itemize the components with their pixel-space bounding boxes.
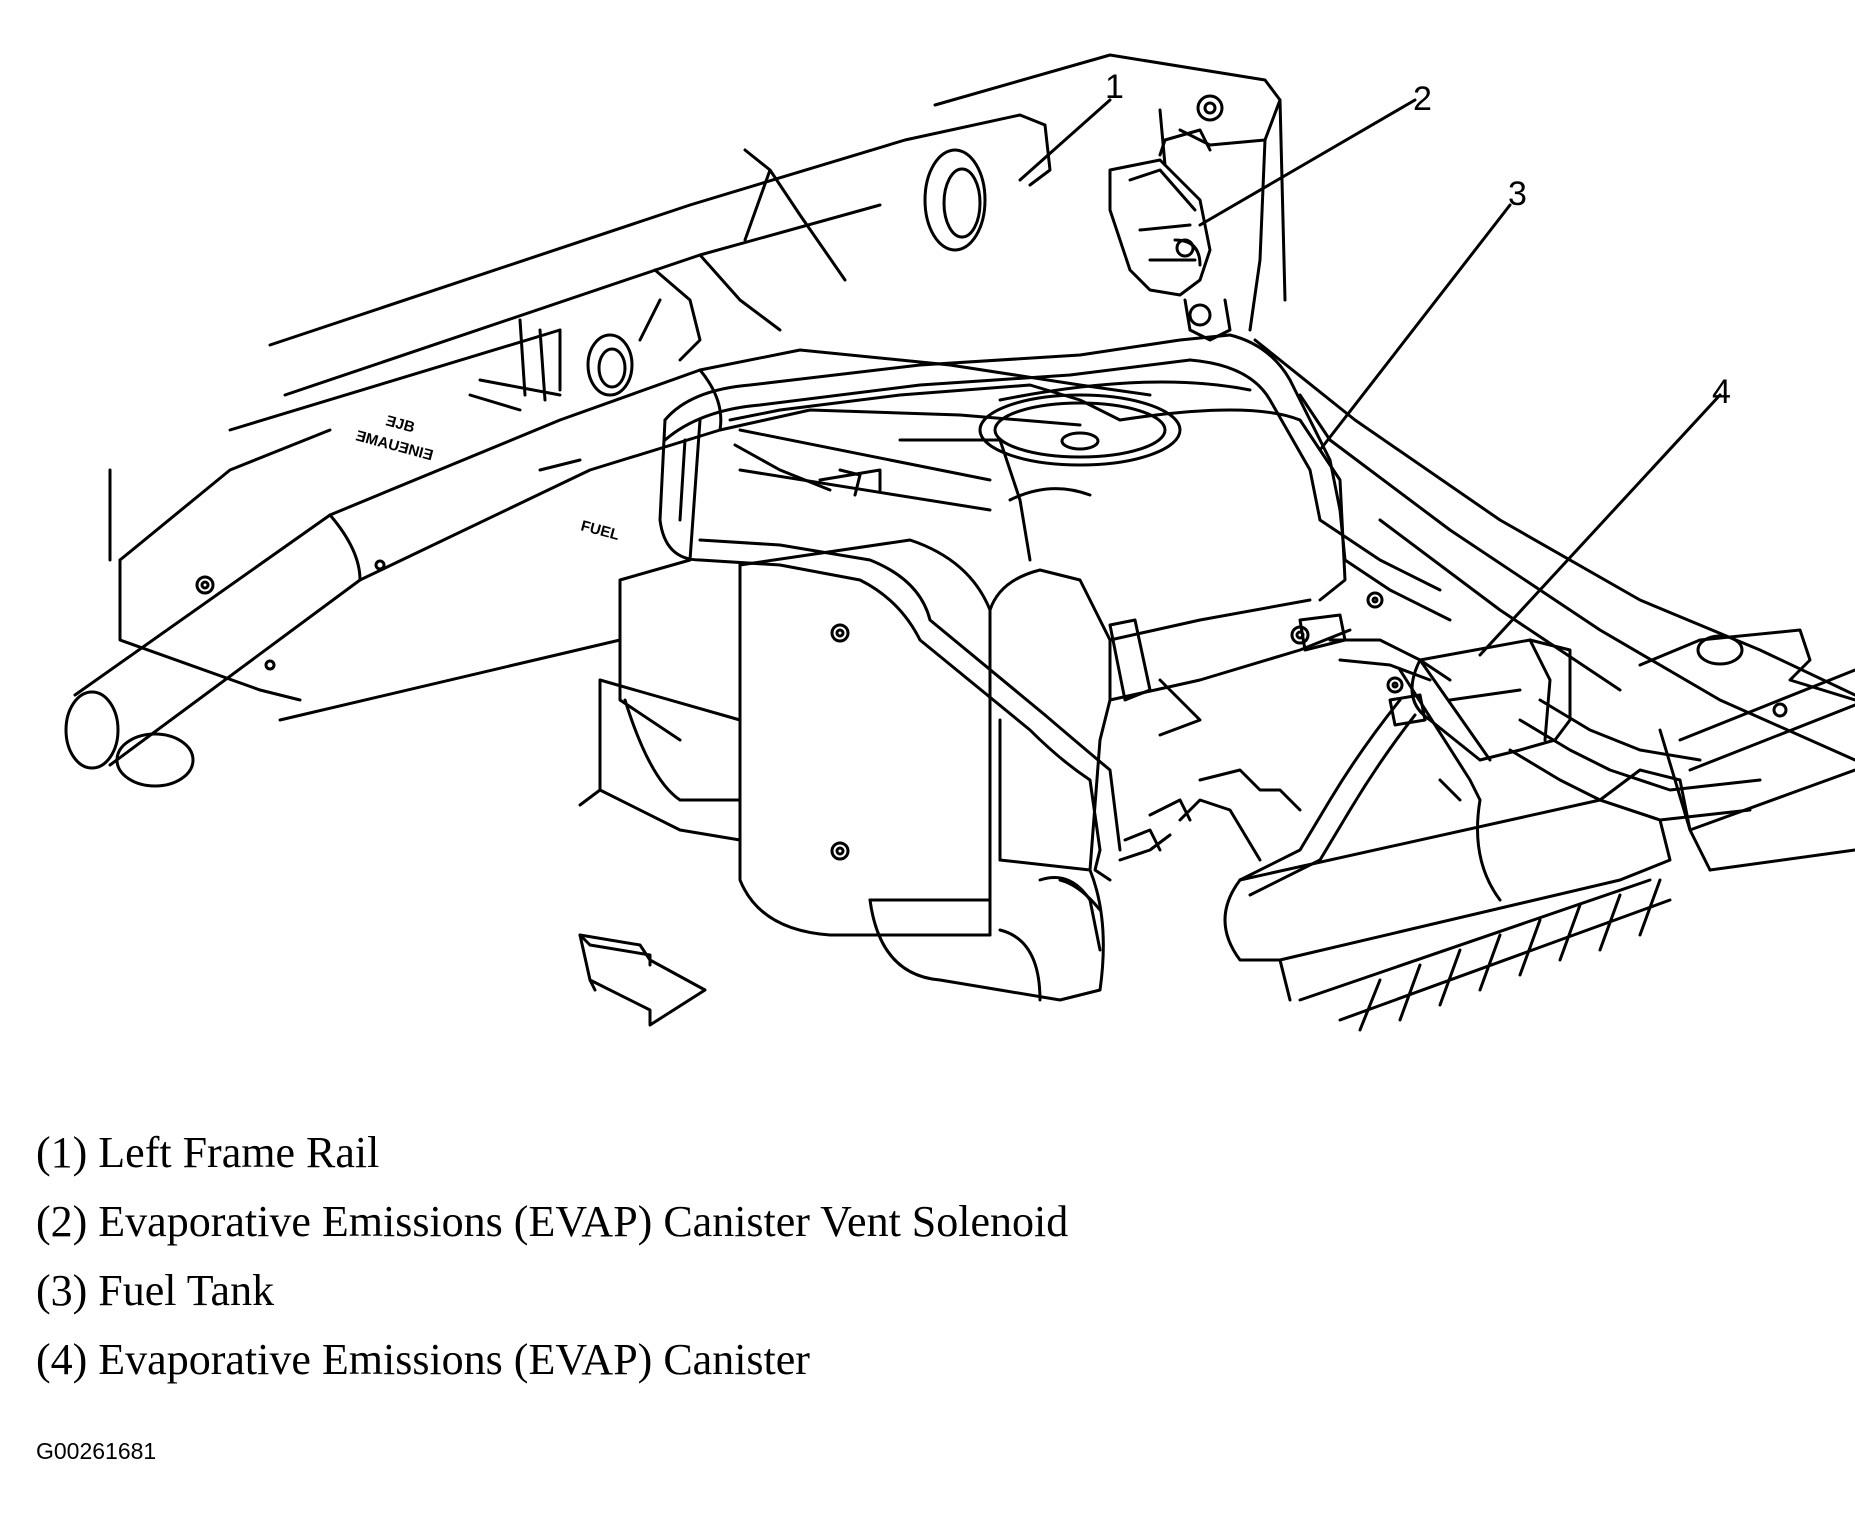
callout-leader-3	[1318, 203, 1512, 452]
fuel-marking: FUEL	[579, 517, 621, 544]
legend-item-evap-canister: (4) Evaporative Emissions (EVAP) Caniste…	[36, 1335, 810, 1384]
callout-leader-4	[1478, 393, 1722, 657]
tank-label-line1: ƎJB	[384, 412, 417, 436]
figure-id: G00261681	[36, 1438, 157, 1464]
callout-number-3: 3	[1508, 175, 1527, 213]
callout-number-2: 2	[1413, 80, 1432, 118]
legend-item-left-frame-rail: (1) Left Frame Rail	[36, 1128, 380, 1177]
body-structure	[108, 113, 1047, 722]
fuel-tank: FUEL ƎJB ƎMAUƎNIƎ	[195, 380, 1352, 1002]
legend-item-evap-vent-solenoid: (2) Evaporative Emissions (EVAP) Caniste…	[36, 1197, 1069, 1246]
evap-lines	[658, 333, 1762, 952]
crossmember	[1638, 628, 1855, 872]
left-frame-rail	[933, 53, 1855, 762]
callout-leader-1	[1018, 98, 1112, 182]
callout-leaders	[1018, 98, 1722, 657]
callout-number-1: 1	[1105, 68, 1124, 106]
evap-canister	[1223, 638, 1692, 1032]
component-legend: (1) Left Frame Rail (2) Evaporative Emis…	[36, 1118, 1068, 1394]
callout-leader-2	[1198, 98, 1417, 227]
evap-vent-solenoid	[1108, 128, 1232, 342]
legend-item-fuel-tank: (3) Fuel Tank	[36, 1266, 275, 1315]
direction-arrow	[578, 933, 707, 1027]
exhaust-pipe	[64, 348, 1152, 788]
callout-number-4: 4	[1712, 373, 1731, 411]
fuel-system-diagram: FUEL ƎJB ƎMAUƎNIƎ	[64, 53, 1855, 1032]
tank-label-line2: ƎMAUƎNIƎ	[354, 427, 435, 464]
